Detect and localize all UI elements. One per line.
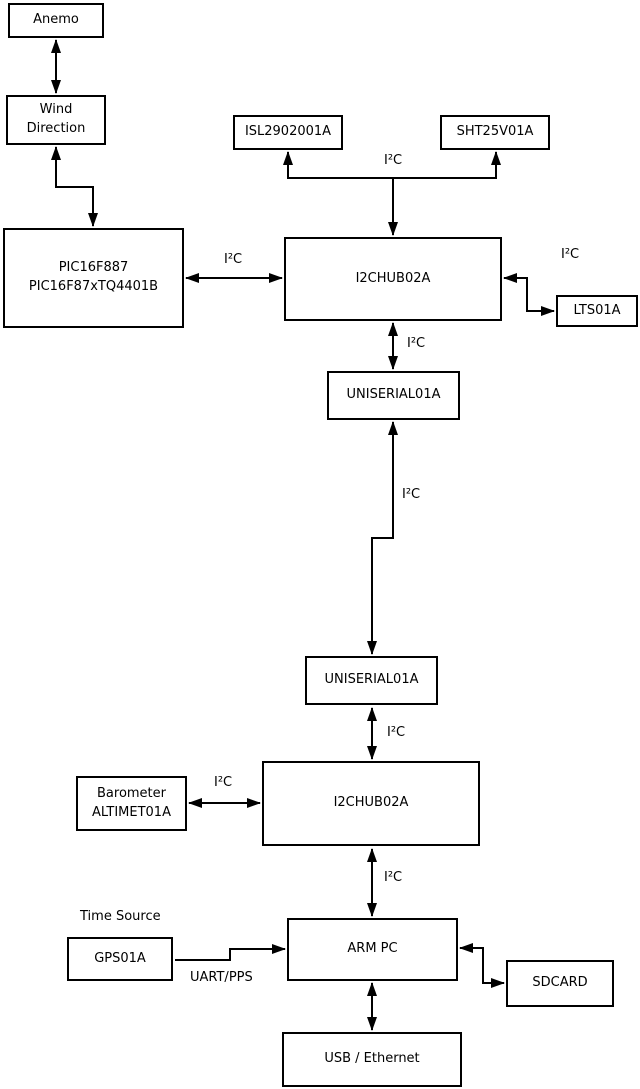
connector-armpc-sdcard [459, 943, 505, 988]
node-isl2902001a-label: ISL2902001A [244, 124, 332, 140]
node-anemo-label: Anemo [33, 12, 79, 28]
node-sdcard: SDCARD [506, 960, 614, 1007]
node-i2chub02a-2-label: I2CHUB02A [333, 795, 409, 811]
annotation-time-source: Time Source [80, 909, 161, 924]
edge-label-i2c-sensor-bus: I²C [384, 153, 403, 168]
node-i2chub02a-1-label: I2CHUB02A [355, 270, 431, 286]
edge-label-i2c-hub1-lts: I²C [561, 247, 580, 262]
node-sdcard-label: SDCARD [532, 975, 588, 991]
node-wind-direction-label: Wind Direction [26, 102, 86, 136]
node-anemo: Anemo [8, 3, 104, 38]
node-sht25v01a-label: SHT25V01A [456, 124, 534, 140]
node-i2chub02a-1: I2CHUB02A [284, 237, 502, 321]
node-pic16f887-label: PIC16F887 PIC16F87xTQ4401B [28, 260, 159, 294]
node-gps01a: GPS01A [67, 937, 173, 981]
node-uniserial01a-1: UNISERIAL01A [327, 371, 460, 420]
node-usb-ethernet-label: USB / Ethernet [324, 1051, 420, 1067]
node-uniserial01a-2: UNISERIAL01A [305, 656, 438, 705]
edge-label-uart-pps: UART/PPS [190, 970, 253, 985]
edge-label-i2c-uniserial-link: I²C [402, 487, 421, 502]
node-lts01a-label: LTS01A [573, 302, 621, 318]
connector-gps-armpc [175, 944, 286, 961]
connector-hub1-lts [503, 273, 555, 316]
node-arm-pc-label: ARM PC [347, 941, 398, 957]
edge-label-i2c-barometer-hub2: I²C [214, 775, 233, 790]
edge-label-i2c-pic-hub1: I²C [224, 252, 243, 267]
node-gps01a-label: GPS01A [94, 950, 146, 966]
node-uniserial01a-2-label: UNISERIAL01A [324, 672, 419, 688]
node-isl2902001a: ISL2902001A [233, 115, 343, 150]
node-lts01a: LTS01A [556, 295, 638, 327]
node-usb-ethernet: USB / Ethernet [282, 1032, 462, 1087]
edge-label-i2c-hub2-armpc: I²C [384, 870, 403, 885]
connector-uniserial1-uniserial2 [367, 421, 398, 655]
node-barometer-altimet01a: Barometer ALTIMET01A [76, 776, 187, 831]
edge-label-i2c-hub1-uniserial1: I²C [407, 336, 426, 351]
node-pic16f887: PIC16F887 PIC16F87xTQ4401B [3, 228, 184, 328]
edge-label-i2c-uniserial2-hub2: I²C [387, 725, 406, 740]
node-arm-pc: ARM PC [287, 918, 458, 981]
connector-wind-pic [51, 146, 98, 227]
node-sht25v01a: SHT25V01A [440, 115, 550, 150]
node-wind-direction: Wind Direction [6, 95, 106, 145]
node-barometer-altimet01a-label: Barometer ALTIMET01A [92, 785, 171, 820]
node-i2chub02a-2: I2CHUB02A [262, 761, 480, 846]
node-uniserial01a-1-label: UNISERIAL01A [346, 387, 441, 403]
